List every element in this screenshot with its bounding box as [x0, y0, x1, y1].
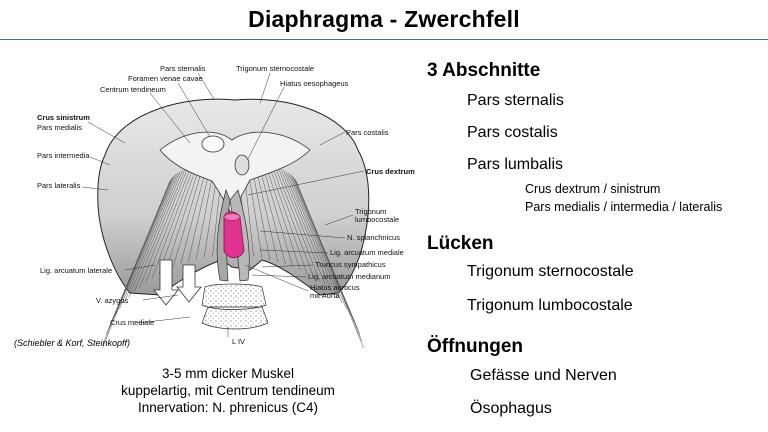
subitem-pars-medialis: Pars medialis / intermedia / lateralis: [525, 200, 723, 214]
item-trigonum-lumbocostale: Trigonum lumbocostale: [467, 297, 633, 314]
fiber-line: [280, 169, 333, 293]
label-mit-aorta: mit Aorta: [310, 291, 340, 300]
figure-citation: (Schiebler & Korf, Steinkopff): [14, 338, 131, 348]
fiber-line: [278, 167, 327, 288]
item-pars-costalis: Pars costalis: [467, 124, 558, 141]
fiber-line: [158, 165, 198, 275]
caption-line: 3-5 mm dicker Muskel: [161, 366, 295, 381]
label-centrum-tendineum: Centrum tendineum: [100, 85, 166, 94]
fiber-line: [268, 165, 308, 275]
label-lig-arcuatum-mediale: Lig. arcuatum mediale: [330, 248, 404, 257]
label-pars-sternalis: Pars sternalis: [160, 64, 206, 73]
label-v-azygos: V. azygos: [96, 296, 128, 305]
fiber-line: [261, 163, 294, 268]
psoas-arrows: [153, 259, 202, 306]
heading-oeffnungen: Öffnungen: [427, 336, 524, 357]
fiber-line: [108, 176, 174, 328]
centrum-tendineum-shape: [159, 131, 311, 216]
vertebral-column: [201, 283, 269, 330]
label-crus-dextrum: Crus dextrum: [366, 167, 415, 176]
item-gefaesse-nerven: Gefässe und Nerven: [470, 367, 617, 384]
fiber-line: [172, 163, 205, 268]
fiber-line: [128, 170, 183, 298]
diaphragm-illustration: Pars sternalis Foramen venae cavae Centr…: [37, 64, 415, 348]
fiber-line: [254, 162, 278, 262]
item-oesophagus: Ösophagus: [470, 400, 552, 417]
fiber-line: [151, 165, 195, 279]
caption-line: kuppelartig, mit Centrum tendineum: [121, 383, 335, 398]
fiber-line: [165, 164, 201, 271]
fiber-line: [139, 167, 188, 288]
foramen-venae-cavae-shape: [201, 135, 225, 153]
hiatus-oesophageus-shape: [234, 154, 250, 176]
item-pars-sternalis: Pars sternalis: [467, 92, 564, 109]
label-pars-lateralis: Pars lateralis: [37, 181, 81, 190]
item-trigonum-sternocostale: Trigonum sternocostale: [467, 263, 634, 280]
fiber-line: [115, 174, 177, 316]
item-pars-lumbalis: Pars lumbalis: [467, 156, 564, 173]
label-pars-medialis: Pars medialis: [37, 123, 82, 132]
fiber-line: [271, 165, 315, 279]
aorta-highlight: [223, 211, 245, 259]
fiber-line: [265, 164, 301, 271]
fiber-line: [295, 181, 364, 348]
label-hiatus-aorticus: Hiatus aorticus: [310, 283, 360, 292]
fiber-line: [285, 171, 343, 304]
fiber-line: [123, 171, 181, 304]
slide-title: Diaphragma - Zwerchfell: [248, 6, 520, 32]
fiber-line: [283, 170, 338, 298]
label-truncus-sympathicus: Truncus sympathicus: [315, 260, 386, 269]
figure-caption: 3-5 mm dicker Muskel kuppelartig, mit Ce…: [78, 365, 378, 416]
label-trigonum: Trigonum: [355, 207, 386, 216]
fiber-line: [111, 175, 175, 322]
label-hiatus-oesophageus: Hiatus oesophageus: [280, 79, 349, 88]
fiber-line: [258, 162, 286, 265]
label-n-splanchnicus: N. splanchnicus: [347, 233, 400, 242]
label-pars-costalis: Pars costalis: [346, 128, 389, 137]
label-crus-mediale: Crus mediale: [110, 318, 154, 327]
fiber-line: [287, 172, 347, 310]
heading-abschnitte: 3 Abschnitte: [427, 60, 541, 81]
label-crus-sinistrum: Crus sinistrum: [37, 113, 90, 122]
label-trigonum-sternocostale: Trigonum sternocostale: [236, 64, 314, 73]
fiber-line: [180, 162, 208, 265]
subitem-crus: Crus dextrum / sinistrum: [525, 182, 661, 196]
label-l-iv: L IV: [232, 337, 245, 346]
fiber-line: [133, 169, 186, 293]
leader-lines: [81, 72, 365, 337]
label-lig-arcuatum-laterale: Lig. arcuatum laterale: [40, 266, 112, 275]
label-lumbocostale: lumbocostale: [355, 215, 399, 224]
fiber-line: [119, 172, 179, 310]
label-foramen-venae-cavae: Foramen venae cavae: [128, 74, 203, 83]
title-underline: [0, 39, 768, 40]
fiber-line: [275, 166, 321, 283]
label-pars-intermedia: Pars intermedia: [37, 151, 90, 160]
label-lig-arcuatum-medianum: Lig. arcuatum medianum: [308, 272, 391, 281]
heading-luecken: Lücken: [427, 233, 494, 254]
fiber-line: [145, 166, 191, 283]
caption-line: Innervation: N. phrenicus (C4): [137, 400, 319, 415]
